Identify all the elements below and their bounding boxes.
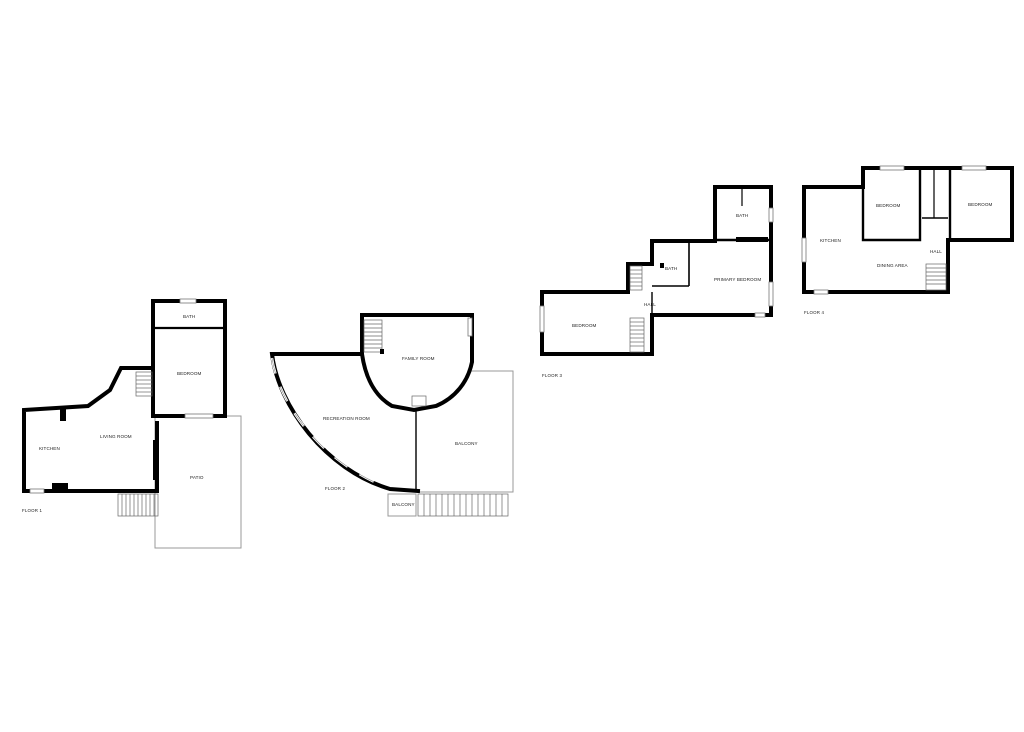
- floor-2-recreation-walls: [269, 352, 421, 494]
- floor-1-stairs: [117, 371, 159, 517]
- floor-3-window-2: [768, 281, 774, 307]
- floor-4-stairs: [925, 263, 947, 291]
- floor-3-post: [660, 263, 664, 268]
- floor-1-patio-label: PATIO: [190, 475, 204, 480]
- floor-1: BATH BEDROOM LIVING ROOM KITCHEN PATIO F…: [22, 298, 242, 549]
- floor-1-kitchen-label: KITCHEN: [39, 446, 60, 451]
- floor-3-hall-label: HALL: [644, 302, 656, 307]
- floor-2-recreation-room-label: RECREATION ROOM: [323, 416, 370, 421]
- floor-1-fireplace: [52, 483, 68, 491]
- floor-2-post: [380, 349, 384, 354]
- floor-4-bedroom-right-label: BEDROOM: [968, 202, 993, 207]
- floor-1-living-walls: [22, 366, 159, 493]
- floor-3-bedroom-label: BEDROOM: [572, 323, 597, 328]
- floor-4-window-3: [801, 237, 807, 263]
- floor-3-primary-bedroom-label: PRIMARY BEDROOM: [714, 277, 761, 282]
- floor-2-balcony-label: BALCONY: [455, 441, 478, 446]
- floor-3-bath-lower-label: BATH: [665, 266, 677, 271]
- floor-1-pillar: [153, 440, 158, 480]
- floor-1-bath-label: BATH: [183, 314, 195, 319]
- floor-3-window-3: [539, 305, 545, 333]
- floor-3-walls: [540, 185, 773, 356]
- floor-1-bath-window: [179, 298, 197, 304]
- floor-1-label: FLOOR 1: [22, 508, 43, 513]
- floor-4-window-4: [813, 289, 829, 295]
- floor-4: BEDROOM BEDROOM KITCHEN DINING AREA HALL…: [801, 165, 1014, 315]
- floor-4-bedroom-left-label: BEDROOM: [876, 203, 901, 208]
- floor-2: FAMILY ROOM RECREATION ROOM BALCONY BALC…: [269, 313, 514, 517]
- floor-4-label: FLOOR 4: [804, 310, 825, 315]
- floor-3-label: FLOOR 3: [542, 373, 563, 378]
- floor-3-bath-upper-label: BATH: [736, 213, 748, 218]
- floor-2-family-room-walls: [360, 313, 474, 413]
- floor-3: BATH BATH PRIMARY BEDROOM HALL BEDROOM F…: [539, 185, 774, 378]
- floor-4-kitchen-label: KITCHEN: [820, 238, 841, 243]
- floor-1-column: [60, 409, 66, 421]
- floor-4-walls: [802, 166, 1014, 294]
- floor-2-stairs: [363, 319, 509, 517]
- floor-2-small-balcony-label: BALCONY: [392, 502, 415, 507]
- floor-2-small-balcony-outline: [387, 493, 417, 517]
- floor-1-window-2: [29, 488, 45, 494]
- floor-4-window-2: [961, 165, 987, 171]
- floor-4-dining-area-label: DINING AREA: [877, 263, 909, 268]
- floor-2-family-window: [467, 317, 473, 337]
- floor-3-window-1: [768, 207, 774, 223]
- patio-outline: [154, 415, 242, 549]
- floor-1-bedroom-label: BEDROOM: [177, 371, 202, 376]
- floor-3-stairs: [629, 265, 645, 353]
- floor-4-bedroom-wall: [861, 166, 922, 242]
- floor-4-hall-label: HALL: [930, 249, 942, 254]
- floor-1-living-room-label: LIVING ROOM: [100, 434, 132, 439]
- floor-1-window: [184, 413, 214, 419]
- floor-2-family-room-label: FAMILY ROOM: [402, 356, 435, 361]
- floor-2-label: FLOOR 2: [325, 486, 346, 491]
- floor-4-window-1: [879, 165, 905, 171]
- floor-2-balcony-outline: [418, 370, 514, 493]
- floor-3-window-4: [754, 312, 766, 318]
- floor-2-arc-window-frames: [271, 357, 387, 488]
- floor-3-closet-block: [736, 237, 768, 242]
